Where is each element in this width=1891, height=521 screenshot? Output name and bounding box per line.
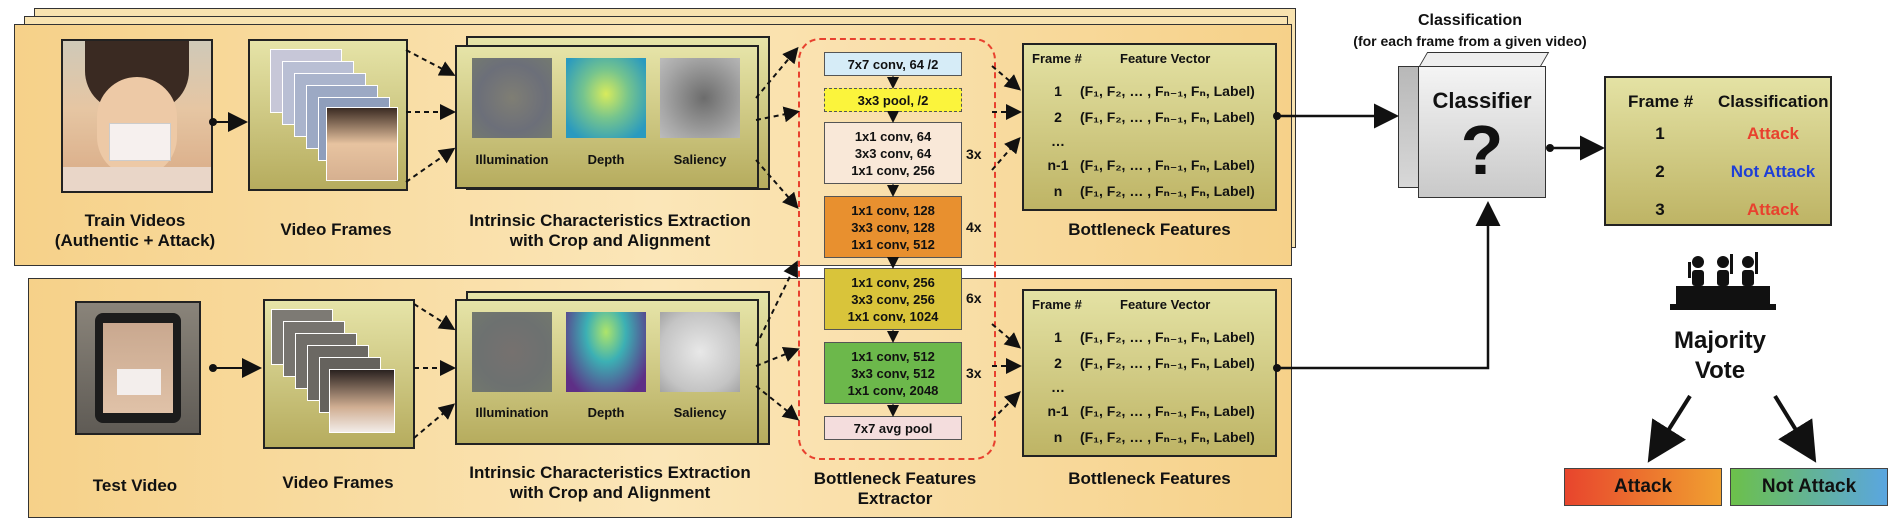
- train-col-vector: Feature Vector: [1120, 51, 1211, 66]
- test-frames-caption: Video Frames: [282, 473, 394, 492]
- test-illumination-label: Illumination: [475, 405, 549, 420]
- test-features-caption: Bottleneck Features: [1068, 469, 1231, 488]
- train-frames-stack: [248, 39, 408, 191]
- test-face-image: [75, 301, 201, 435]
- test-saliency-label: Saliency: [673, 405, 727, 420]
- extractor-repeat-3: 3x: [966, 146, 982, 162]
- train-frames-caption: Video Frames: [280, 220, 392, 239]
- classification-col-class: Classification: [1718, 92, 1829, 111]
- train-illumination-map: [472, 58, 552, 138]
- test-col-frame: Frame #: [1032, 297, 1082, 312]
- voting-panel-icon: [1668, 250, 1778, 312]
- extractor-repeat-5: 6x: [966, 290, 982, 306]
- train-feature-table: Frame #Feature Vector 1(F₁, F₂, … , Fₙ₋₁…: [1022, 43, 1277, 211]
- test-depth-map: [566, 312, 646, 392]
- train-illumination-label: Illumination: [475, 152, 549, 167]
- classifier-label: Classifier: [1432, 88, 1532, 113]
- test-video-caption: Test Video: [92, 476, 178, 495]
- extractor-block-7: 7x7 avg pool: [824, 416, 962, 440]
- train-col-frame: Frame #: [1032, 51, 1082, 66]
- test-feature-table: Frame #Feature Vector 1(F₁, F₂, … , Fₙ₋₁…: [1022, 289, 1277, 457]
- train-saliency-label: Saliency: [673, 152, 727, 167]
- classification-subheading: (for each frame from a given video): [1353, 33, 1587, 49]
- extractor-block-1: 7x7 conv, 64 /2: [824, 52, 962, 76]
- extractor-caption: Bottleneck Features Extractor: [813, 469, 977, 508]
- classification-heading: Classification: [1417, 12, 1523, 29]
- train-depth-label: Depth: [587, 152, 625, 167]
- train-extraction-caption: Intrinsic Characteristics Extraction wit…: [469, 211, 751, 250]
- test-extraction-caption: Intrinsic Characteristics Extraction wit…: [469, 463, 751, 502]
- train-videos-caption: Train Videos (Authentic + Attack): [54, 211, 216, 250]
- train-saliency-map: [660, 58, 740, 138]
- classifier-cube: Classifier ?: [1398, 52, 1550, 202]
- mask-overlay: [109, 123, 171, 161]
- not-attack-outcome-box: Not Attack: [1730, 468, 1888, 506]
- question-mark-icon: ?: [1460, 111, 1504, 189]
- test-saliency-map: [660, 312, 740, 392]
- extractor-repeat-6: 3x: [966, 365, 982, 381]
- extractor-repeat-4: 4x: [966, 219, 982, 235]
- attack-outcome-box: Attack: [1564, 468, 1722, 506]
- test-depth-label: Depth: [587, 405, 625, 420]
- majority-vote-label: Majority Vote: [1673, 327, 1766, 384]
- train-features-caption: Bottleneck Features: [1068, 220, 1231, 239]
- test-illumination-map: [472, 312, 552, 392]
- test-frames-stack: [263, 299, 415, 449]
- train-face-image: [61, 39, 213, 193]
- train-depth-map: [566, 58, 646, 138]
- classification-col-frame: Frame #: [1628, 92, 1694, 111]
- test-col-vector: Feature Vector: [1120, 297, 1211, 312]
